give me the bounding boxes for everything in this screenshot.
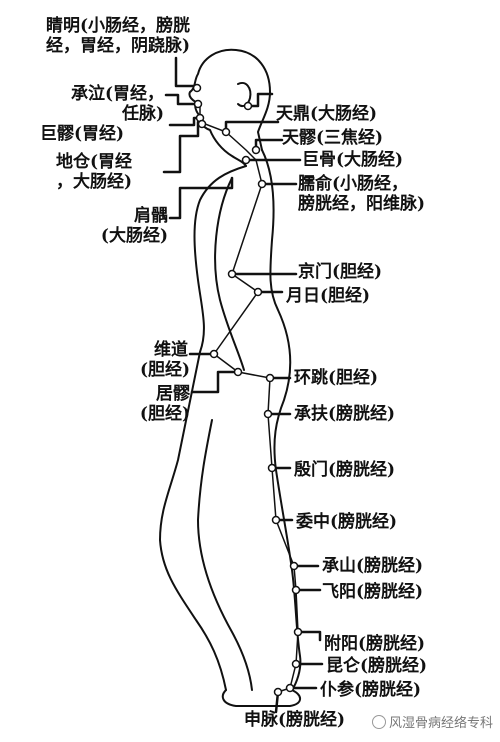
point-weizhong: [271, 515, 281, 525]
point-jingmen: [227, 269, 237, 279]
point-riyue: [253, 287, 263, 297]
foot-outline: [221, 689, 301, 707]
meridian-line: [199, 103, 299, 693]
label-chengqi-line1: 承泣(胃经，: [70, 84, 164, 104]
label-juliao-face: 巨髎(胃经): [40, 124, 125, 144]
watermark: 风湿骨病经络专科: [372, 712, 493, 731]
label-tianliao: 天髎(三焦经): [282, 128, 384, 148]
label-chengqi-line2: 任脉): [121, 104, 164, 124]
point-fuyang: [293, 627, 303, 637]
front-outline: [159, 165, 247, 691]
leader-lines: [162, 56, 324, 714]
label-jianyu-line1: 肩髃: [134, 206, 168, 226]
leg-inner-outline: [197, 419, 253, 691]
label-jugu: 巨骨(大肠经): [302, 150, 404, 170]
label-dicang: 地仓(胃经 ，大肠经): [56, 152, 132, 192]
point-chengfu: [263, 409, 273, 419]
point-naoshu: [257, 179, 267, 189]
point-juliao-hip: [233, 367, 243, 377]
point-pucan: [285, 683, 295, 693]
label-jingmen: 京门(胆经): [298, 262, 383, 282]
point-jingming: [192, 83, 202, 93]
label-shenmai: 申脉(膀胱经): [244, 710, 346, 730]
label-jingming: 睛明(小肠经，膀胱 经，胃经，阴跷脉): [46, 16, 190, 56]
point-tianding: [243, 101, 253, 111]
point-dicang: [197, 119, 207, 129]
label-dicang-line1: 地仓(胃经: [56, 152, 133, 172]
watermark-text: 风湿骨病经络专科: [389, 716, 494, 731]
arm-outline: [214, 177, 245, 371]
label-huantiao: 环跳(胆经): [294, 368, 379, 388]
label-weidao: 维道 (胆经): [140, 340, 191, 380]
acupoint-markers: [192, 83, 303, 697]
point-kunlun: [291, 659, 301, 669]
label-weidao-line2: (胆经): [140, 360, 191, 380]
label-naoshu-line2: 膀胱经，阳维脉): [298, 194, 426, 214]
label-weidao-line1: 维道: [154, 340, 188, 360]
label-chengfu: 承扶(膀胱经): [294, 404, 396, 424]
label-naoshu: 臑俞(小肠经， 膀胱经，阳维脉): [298, 174, 425, 214]
label-jingming-line1: 睛明(小肠经，膀胱: [46, 16, 191, 36]
label-feiyang: 飞阳(膀胱经): [322, 582, 424, 602]
label-juliao-hip-line1: 居髎: [156, 384, 190, 404]
point-yinmen: [267, 463, 277, 473]
point-chengqi: [193, 99, 203, 109]
label-juliao-hip-line2: (胆经): [139, 404, 190, 424]
point-huantiao: [265, 373, 275, 383]
point-shenmai: [273, 687, 283, 697]
label-jingming-line2: 经，胃经，阴跷脉): [46, 36, 191, 56]
point-weidao: [209, 349, 219, 359]
point-chengshan: [289, 561, 299, 571]
point-jianyu: [241, 155, 251, 165]
label-juliao-hip: 居髎 (胆经): [138, 384, 190, 424]
label-jianyu: 肩髃 (大肠经): [80, 206, 168, 246]
label-weizhong: 委中(膀胱经): [296, 512, 398, 532]
ear-outline: [237, 82, 252, 107]
watermark-logo-icon: [372, 715, 386, 729]
label-riyue: 月日(胆经): [286, 286, 371, 306]
label-pucan: 仆参(膀胱经): [320, 680, 422, 700]
label-yinmen: 殷门(膀胱经): [294, 460, 396, 480]
point-tianliao: [221, 127, 231, 137]
label-chengshan: 承山(膀胱经): [322, 556, 424, 576]
label-fuyang: 附阳(膀胱经): [324, 634, 426, 654]
point-jugu: [251, 145, 261, 155]
label-naoshu-line1: 臑俞(小肠经，: [298, 174, 409, 194]
label-chengqi: 承泣(胃经， 任脉): [44, 84, 164, 124]
label-tianding: 天鼎(大肠经): [276, 104, 378, 124]
label-kunlun: 昆仑(膀胱经): [326, 656, 428, 676]
label-jianyu-line2: (大肠经): [100, 226, 168, 246]
point-feiyang: [291, 585, 301, 595]
label-dicang-line2: ，大肠经): [56, 172, 133, 192]
